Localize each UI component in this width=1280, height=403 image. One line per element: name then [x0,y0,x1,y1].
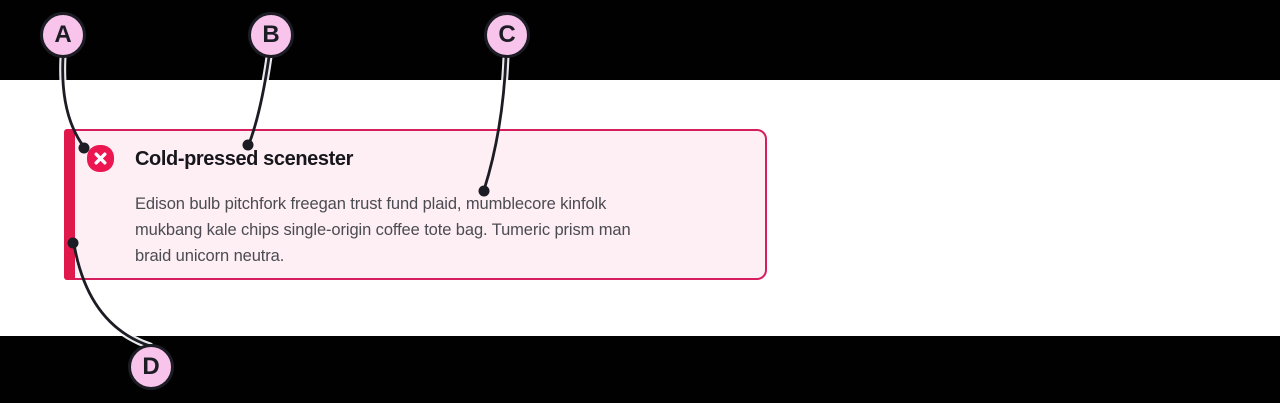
top-letterbox-bar [0,0,1280,80]
alert-body-line: mukbang kale chips single-origin coffee … [135,221,631,239]
callout-marker-c-label: C [498,21,516,48]
callout-marker-d-label: D [142,353,160,380]
alert-body-line: braid unicorn neutra. [135,247,285,265]
callout-marker-b-label: B [262,21,280,48]
alert-title: Cold-pressed scenester [135,148,353,170]
callout-marker-a: A [40,12,86,58]
callout-marker-b: B [248,12,294,58]
alert-body-line: Edison bulb pitchfork freegan trust fund… [135,195,607,213]
callout-marker-a-label: A [54,21,72,48]
bottom-letterbox-bar [0,336,1280,403]
alert-body: Edison bulb pitchfork freegan trust fund… [135,191,631,269]
callout-marker-c: C [484,12,530,58]
error-x-icon [87,145,114,172]
callout-marker-d: D [128,344,174,390]
alert-accent-bar [64,129,75,280]
error-alert: Cold-pressed scenester Edison bulb pitch… [64,129,767,280]
